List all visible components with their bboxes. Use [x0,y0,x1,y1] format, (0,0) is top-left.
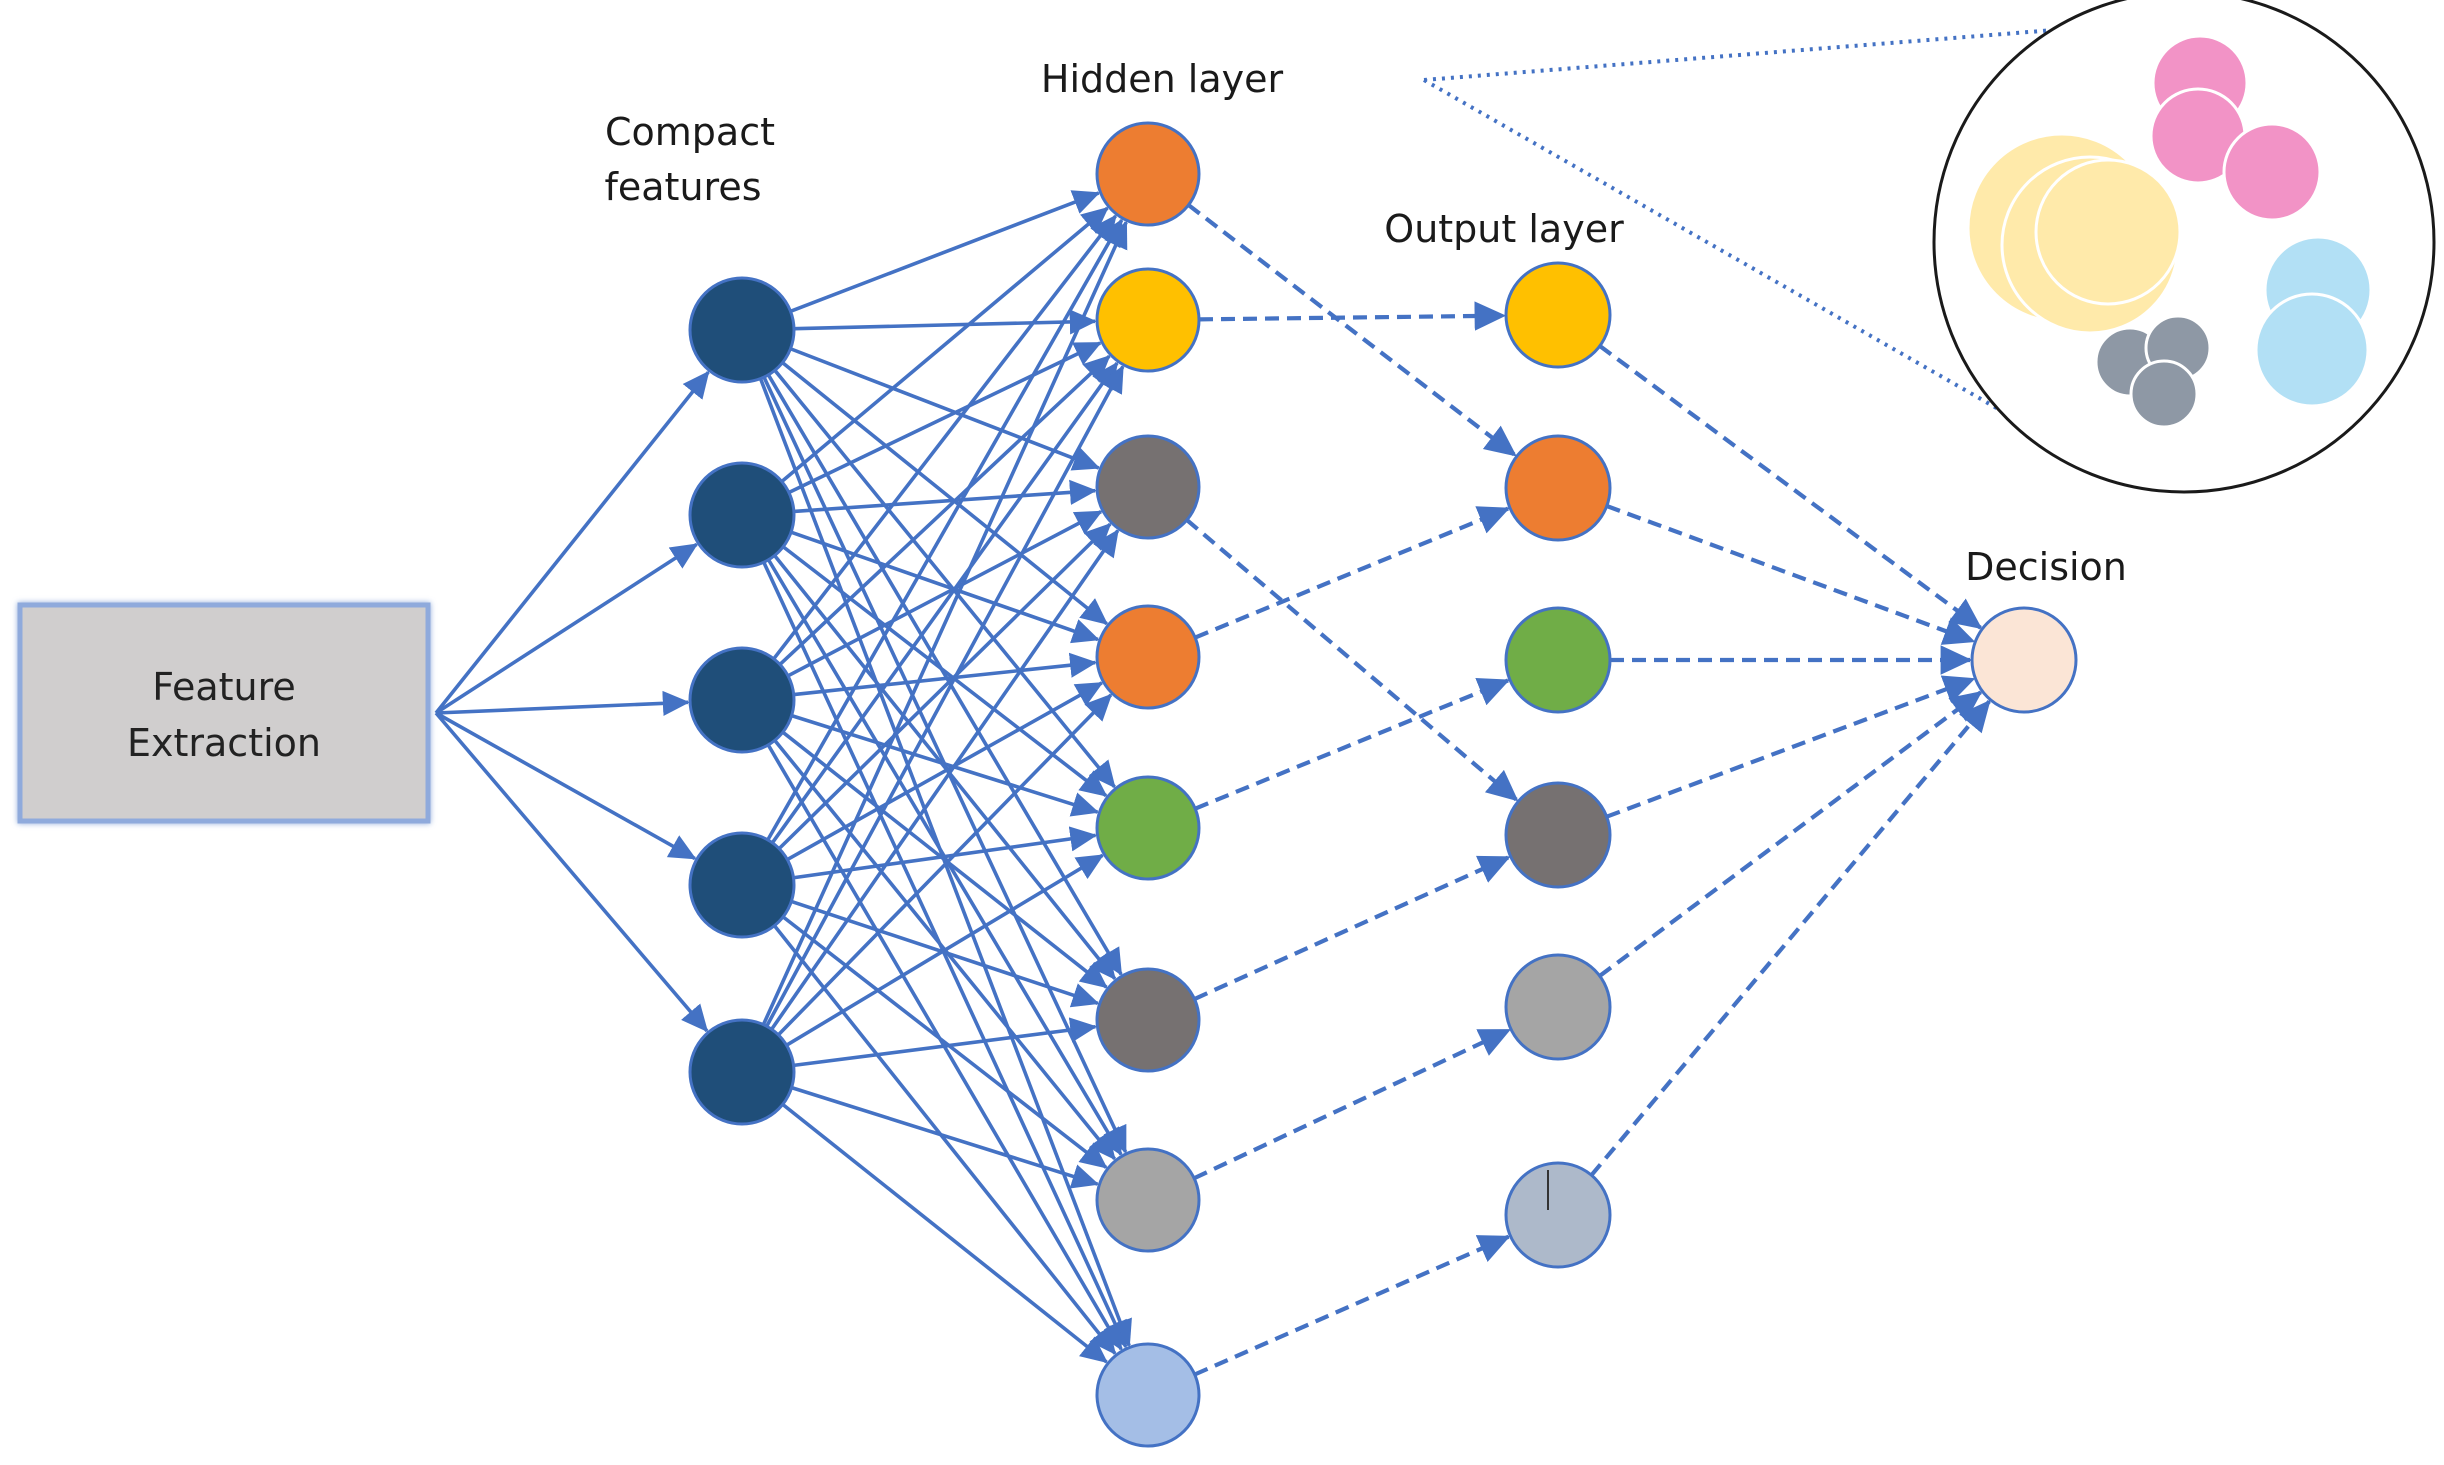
edge-output-5-to-decision [1598,690,1983,978]
edge-feature-3-to-hidden-2 [778,354,1111,666]
hidden-node-7 [1095,1147,1201,1253]
decision-node [1970,606,2078,714]
edge-hidden-1-to-output-2 [1187,203,1517,457]
hidden-node-8 [1095,1342,1201,1448]
edge-feature-2-to-hidden-3 [793,479,1097,514]
edge-feature-4-to-hidden-5 [793,826,1098,880]
edge-feature-3-to-hidden-4 [793,652,1098,697]
solid-connections [434,190,1132,1364]
hidden-node-2 [1095,267,1201,373]
edge-box-to-feature-5 [434,711,709,1033]
edge-feature-3-to-hidden-1 [772,214,1118,660]
edge-hidden-4-to-output-2 [1194,506,1511,640]
compact-feature-node-1 [688,276,796,384]
edge-hidden-5-to-output-3 [1194,678,1510,811]
edge-output-1-to-decision [1598,344,1983,630]
edge-feature-3-to-hidden-3 [787,510,1103,678]
edge-box-to-feature-1 [434,370,710,715]
compact-features-label-line2: features [605,165,762,209]
edge-feature-2-to-hidden-2 [788,341,1102,495]
edge-box-to-feature-3 [435,690,690,716]
edge-feature-4-to-hidden-7 [781,915,1108,1169]
hidden-node-4 [1095,604,1201,710]
edge-feature-3-to-hidden-6 [781,730,1108,989]
edge-feature-5-to-hidden-3 [770,529,1120,1031]
output-layer-label: Output layer [1384,207,1624,251]
pink-cluster [2149,34,2322,222]
feature-extraction-label-line1: Feature [152,665,296,709]
output-node-4 [1504,781,1612,889]
edge-feature-4-to-hidden-3 [777,522,1112,850]
edge-feature-5-to-hidden-1 [761,220,1128,1026]
edge-hidden-3-to-output-4 [1185,518,1519,802]
compact-feature-nodes [688,276,796,1126]
hidden-node-3 [1095,434,1201,540]
edge-hidden-8-to-output-6 [1193,1234,1511,1377]
edge-hidden-2-to-output-1 [1198,301,1507,331]
hidden-layer-label: Hidden layer [1041,57,1284,101]
edge-feature-5-to-hidden-4 [777,693,1113,1037]
edge-feature-4-to-hidden-1 [766,218,1124,841]
edge-feature-2-to-hidden-1 [780,206,1109,483]
hidden-node-6 [1095,967,1201,1073]
compact-feature-node-3 [688,646,796,754]
zoom-line-bottom [1423,78,2001,412]
edge-hidden-6-to-output-4 [1193,855,1511,1001]
output-node-1 [1504,261,1612,369]
feature-extraction-box: Feature Extraction [17,602,431,824]
hidden-node-5 [1095,775,1201,881]
output-node-3 [1504,606,1612,714]
edge-box-to-feature-2 [435,542,699,715]
navy-cluster [2094,314,2212,429]
edge-feature-1-to-hidden-2 [793,309,1097,335]
cluster-zoom-view [1932,0,2436,494]
compact-feature-node-4 [688,831,796,939]
edge-feature-2-to-hidden-6 [773,554,1117,981]
edge-hidden-7-to-output-5 [1193,1028,1512,1181]
output-node-5 [1504,953,1612,1061]
decision-label: Decision [1965,545,2127,589]
edge-feature-4-to-hidden-2 [770,361,1119,844]
compact-feature-node-5 [688,1018,796,1126]
edge-feature-5-to-hidden-8 [781,1102,1108,1364]
edge-output-2-to-decision [1606,504,1976,645]
edge-feature-5-to-hidden-5 [785,853,1105,1047]
edge-feature-5-to-hidden-2 [765,365,1125,1028]
edge-feature-4-to-hidden-8 [772,924,1117,1355]
feature-extraction-label-line2: Extraction [127,721,321,765]
edge-output-4-to-decision [1605,675,1976,819]
output-layer-nodes [1504,261,1612,1269]
compact-features-label-line1: Compact [605,110,775,154]
edge-feature-5-to-hidden-6 [793,1017,1098,1068]
hidden-node-1 [1095,121,1201,227]
edge-feature-2-to-hidden-4 [790,530,1100,644]
compact-feature-node-2 [688,461,796,569]
edge-box-to-feature-4 [435,711,697,861]
edge-feature-5-to-hidden-7 [791,1085,1100,1189]
light-blue-cluster [2254,235,2373,408]
output-node-2 [1504,434,1612,542]
edge-feature-3-to-hidden-5 [791,713,1100,817]
dashed-connections [1185,203,1991,1377]
edge-feature-1-to-hidden-1 [789,190,1101,314]
edge-output-6-to-decision [1589,699,1991,1177]
output-node-6 [1504,1161,1612,1269]
edge-feature-1-to-hidden-3 [789,347,1101,471]
edge-feature-4-to-hidden-4 [786,681,1104,862]
yellow-cluster [1966,132,2182,335]
hidden-layer-nodes [1095,121,1201,1448]
